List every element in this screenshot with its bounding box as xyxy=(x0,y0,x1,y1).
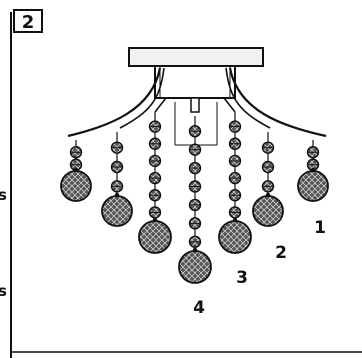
edge-letter: s xyxy=(0,186,7,204)
strand-label-4: 4 xyxy=(193,298,205,318)
ball-cap xyxy=(114,192,120,198)
crystal-strand xyxy=(178,116,212,284)
crystal-ball xyxy=(138,220,172,254)
step-badge: 2 xyxy=(13,9,43,33)
crystal-strand xyxy=(218,112,252,254)
strand-label-3: 3 xyxy=(236,268,248,288)
strand-label-1: 1 xyxy=(314,218,326,238)
crystal-strand xyxy=(101,132,133,227)
ball-cap xyxy=(265,192,271,198)
strand-label-2: 2 xyxy=(275,243,287,263)
center-stem xyxy=(174,97,218,146)
crystal-strands xyxy=(60,112,329,284)
crystal-strand xyxy=(60,140,92,202)
crystal-strand xyxy=(252,132,284,227)
crystal-ball xyxy=(178,250,212,284)
ball-cap xyxy=(232,217,238,223)
crystal-strand xyxy=(138,112,172,254)
crystal-ball xyxy=(297,170,329,202)
ceiling-canopy xyxy=(128,47,264,99)
ball-cap xyxy=(310,167,316,173)
step-number: 2 xyxy=(22,12,35,33)
crystal-ball xyxy=(218,220,252,254)
ball-cap xyxy=(152,217,158,223)
crystal-ball xyxy=(252,195,284,227)
chandelier-arms xyxy=(67,67,327,138)
ball-cap xyxy=(73,167,79,173)
crystal-ball xyxy=(101,195,133,227)
crystal-ball xyxy=(60,170,92,202)
edge-letter: s xyxy=(0,282,7,300)
ball-cap xyxy=(192,247,198,253)
crystal-strand xyxy=(297,140,329,202)
